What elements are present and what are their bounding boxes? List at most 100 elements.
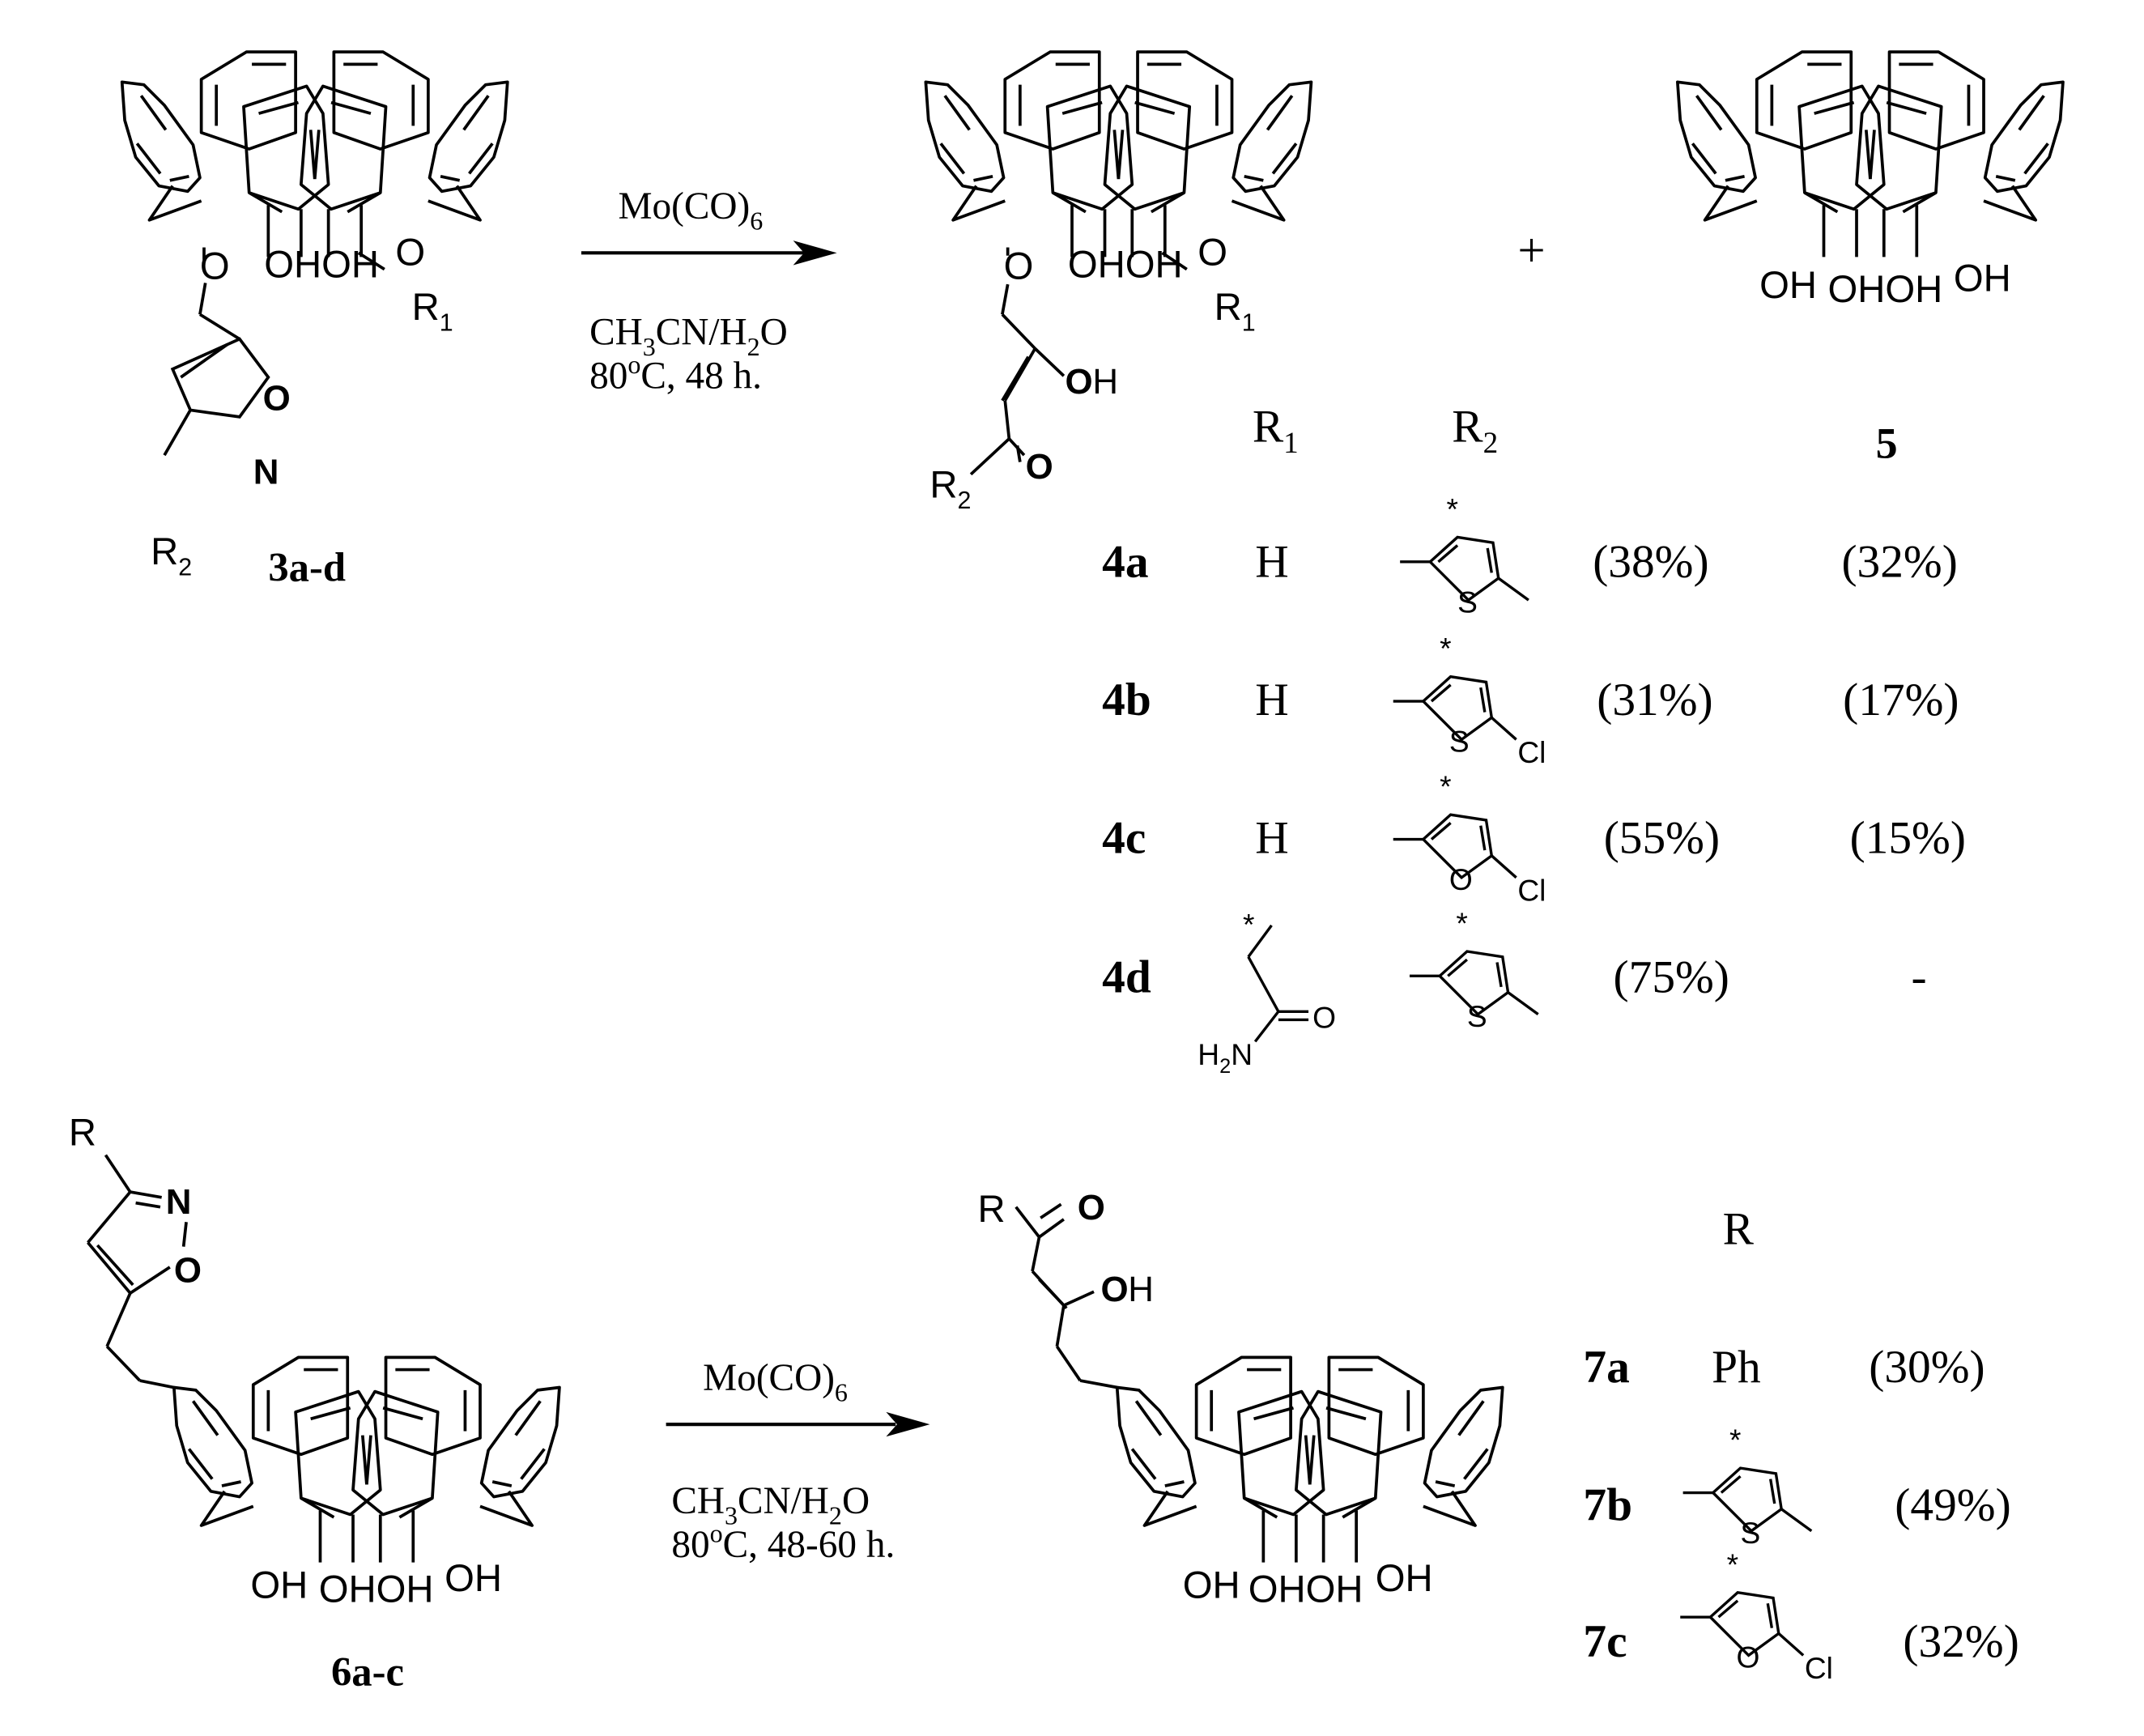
atom-O: O xyxy=(395,232,425,274)
yield-5: (17%) xyxy=(1843,674,1959,725)
atom-OHOH: OHOH xyxy=(1828,268,1943,311)
yield-7: (32%) xyxy=(1903,1616,2019,1667)
atom-N: N xyxy=(253,453,279,492)
atom-OH: OH xyxy=(445,1557,502,1600)
yield-4: (55%) xyxy=(1604,812,1720,863)
yield-5: (15%) xyxy=(1850,812,1966,863)
atom-O: O xyxy=(1449,862,1473,896)
table-row: 7c * O Cl (32%) xyxy=(1583,1547,2019,1685)
atom-Cl: Cl xyxy=(1805,1651,1833,1685)
attachment-star: * xyxy=(1447,492,1458,526)
attachment-star: * xyxy=(1440,769,1451,803)
attachment-star: * xyxy=(1440,632,1451,666)
row-id: 4d xyxy=(1102,952,1151,1003)
atom-OH: OH xyxy=(250,1564,308,1606)
atom-O: O xyxy=(263,378,291,418)
atom-Cl: Cl xyxy=(1517,735,1546,769)
row-id: 4a xyxy=(1102,536,1148,587)
column-header-r2: R2 xyxy=(1452,401,1498,460)
table-row: 4c H * O Cl (55%) (15%) xyxy=(1102,769,1966,907)
atom-S: S xyxy=(1467,999,1487,1033)
atom-OH: OH xyxy=(1954,257,2011,300)
atom-OHOH: OHOH xyxy=(1249,1568,1363,1611)
compound-7: R O OH OH OHOH OH xyxy=(978,1188,1504,1611)
yield-7: (30%) xyxy=(1869,1342,1984,1393)
reagent-1: Mo(CO)6 xyxy=(619,185,764,236)
atom-OHOH: OHOH xyxy=(264,244,379,287)
atom-OH: OH xyxy=(1066,362,1118,402)
atom-O: O xyxy=(1197,232,1227,274)
atom-OH: OH xyxy=(1100,1270,1153,1309)
atom-S: S xyxy=(1457,585,1478,619)
attachment-star: * xyxy=(1727,1547,1738,1581)
row-id: 4c xyxy=(1102,812,1146,863)
atom-R2: R2 xyxy=(929,464,971,515)
reagent-2: Mo(CO)6 xyxy=(703,1357,848,1407)
row-r1: H xyxy=(1255,812,1288,863)
solvent-2: CH3CN/H2O xyxy=(671,1480,870,1530)
row-r1: H xyxy=(1255,674,1288,725)
atom-O: O xyxy=(1026,447,1053,487)
row-r: Ph xyxy=(1712,1342,1761,1393)
attachment-star: * xyxy=(1456,906,1467,940)
acetamide-structure xyxy=(1247,924,1309,1043)
atom-R2: R2 xyxy=(151,530,192,581)
atom-OH: OH xyxy=(1759,264,1817,307)
conditions-1: 80oC, 48 h. xyxy=(589,350,762,398)
yield-7: (49%) xyxy=(1895,1479,2010,1530)
compound-3a-d: O OHOH O R1 O N R2 3a-d xyxy=(120,50,509,589)
atom-O: O xyxy=(1004,245,1034,287)
reaction-arrow-1: Mo(CO)6 CH3CN/H2O 80oC, 48 h. xyxy=(581,185,837,397)
atom-S: S xyxy=(1741,1516,1761,1550)
table-row: 7b * S (49%) xyxy=(1583,1423,2010,1550)
column-header-r: R xyxy=(1723,1203,1755,1254)
table-row: 4d * O H2N * S (75%) - xyxy=(1102,906,1927,1078)
atom-R: R xyxy=(978,1188,1006,1231)
atom-S: S xyxy=(1449,725,1470,759)
column-header-5: 5 xyxy=(1876,419,1898,468)
atom-R: R xyxy=(69,1112,96,1155)
table-row: 4a H * S (38%) (32%) xyxy=(1102,492,1958,619)
atom-O: O xyxy=(200,245,230,287)
row-id: 4b xyxy=(1102,674,1151,725)
yield-4: (38%) xyxy=(1593,536,1708,587)
conditions-2: 80oC, 48-60 h. xyxy=(671,1518,895,1566)
atom-R1: R1 xyxy=(1215,286,1256,337)
atom-H2N: H2N xyxy=(1197,1037,1253,1078)
yield-4: (75%) xyxy=(1614,952,1729,1003)
compound-6a-c: R N O OH OHOH OH 6a-c xyxy=(69,1112,561,1695)
yield-table-2: R 7a Ph (30%) 7b * S (49%) 7c * O Cl (32… xyxy=(1583,1203,2019,1685)
yield-5: - xyxy=(1912,952,1927,1003)
atom-OHOH: OHOH xyxy=(1068,244,1183,287)
table-row: 7a Ph (30%) xyxy=(1583,1342,1984,1393)
plus-sign: + xyxy=(1517,223,1545,278)
atom-OHOH: OHOH xyxy=(319,1568,434,1611)
atom-O: O xyxy=(1312,1001,1336,1035)
yield-5: (32%) xyxy=(1841,536,1957,587)
compound-4: O OHOH O R1 OH O R2 xyxy=(924,50,1313,515)
atom-OH: OH xyxy=(1183,1564,1240,1606)
row-r1: H xyxy=(1255,536,1288,587)
yield-table-1: R1 R2 5 4a H * S (38%) (32%) 4b H * S Cl… xyxy=(1102,401,1966,1078)
attachment-star: * xyxy=(1243,908,1254,942)
atom-R1: R1 xyxy=(412,286,453,337)
column-header-r1: R1 xyxy=(1253,401,1299,460)
attachment-star: * xyxy=(1729,1423,1741,1457)
compound-5: OH OHOH OH xyxy=(1676,50,2065,311)
reaction-arrow-2: Mo(CO)6 CH3CN/H2O 80oC, 48-60 h. xyxy=(666,1357,930,1566)
atom-O: O xyxy=(174,1251,202,1291)
label-6a-c: 6a-c xyxy=(331,1649,404,1695)
atom-O: O xyxy=(1736,1640,1759,1674)
row-id: 7a xyxy=(1583,1342,1629,1393)
yield-4: (31%) xyxy=(1597,674,1712,725)
atom-OH: OH xyxy=(1376,1557,1433,1600)
table-row: 4b H * S Cl (31%) (17%) xyxy=(1102,632,1959,769)
solvent-1: CH3CN/H2O xyxy=(589,311,788,361)
atom-O: O xyxy=(1078,1188,1105,1228)
row-id: 7c xyxy=(1583,1616,1627,1667)
row-id: 7b xyxy=(1583,1479,1632,1530)
atom-N: N xyxy=(166,1182,192,1222)
label-3a-d: 3a-d xyxy=(268,544,346,589)
atom-Cl: Cl xyxy=(1517,874,1546,908)
